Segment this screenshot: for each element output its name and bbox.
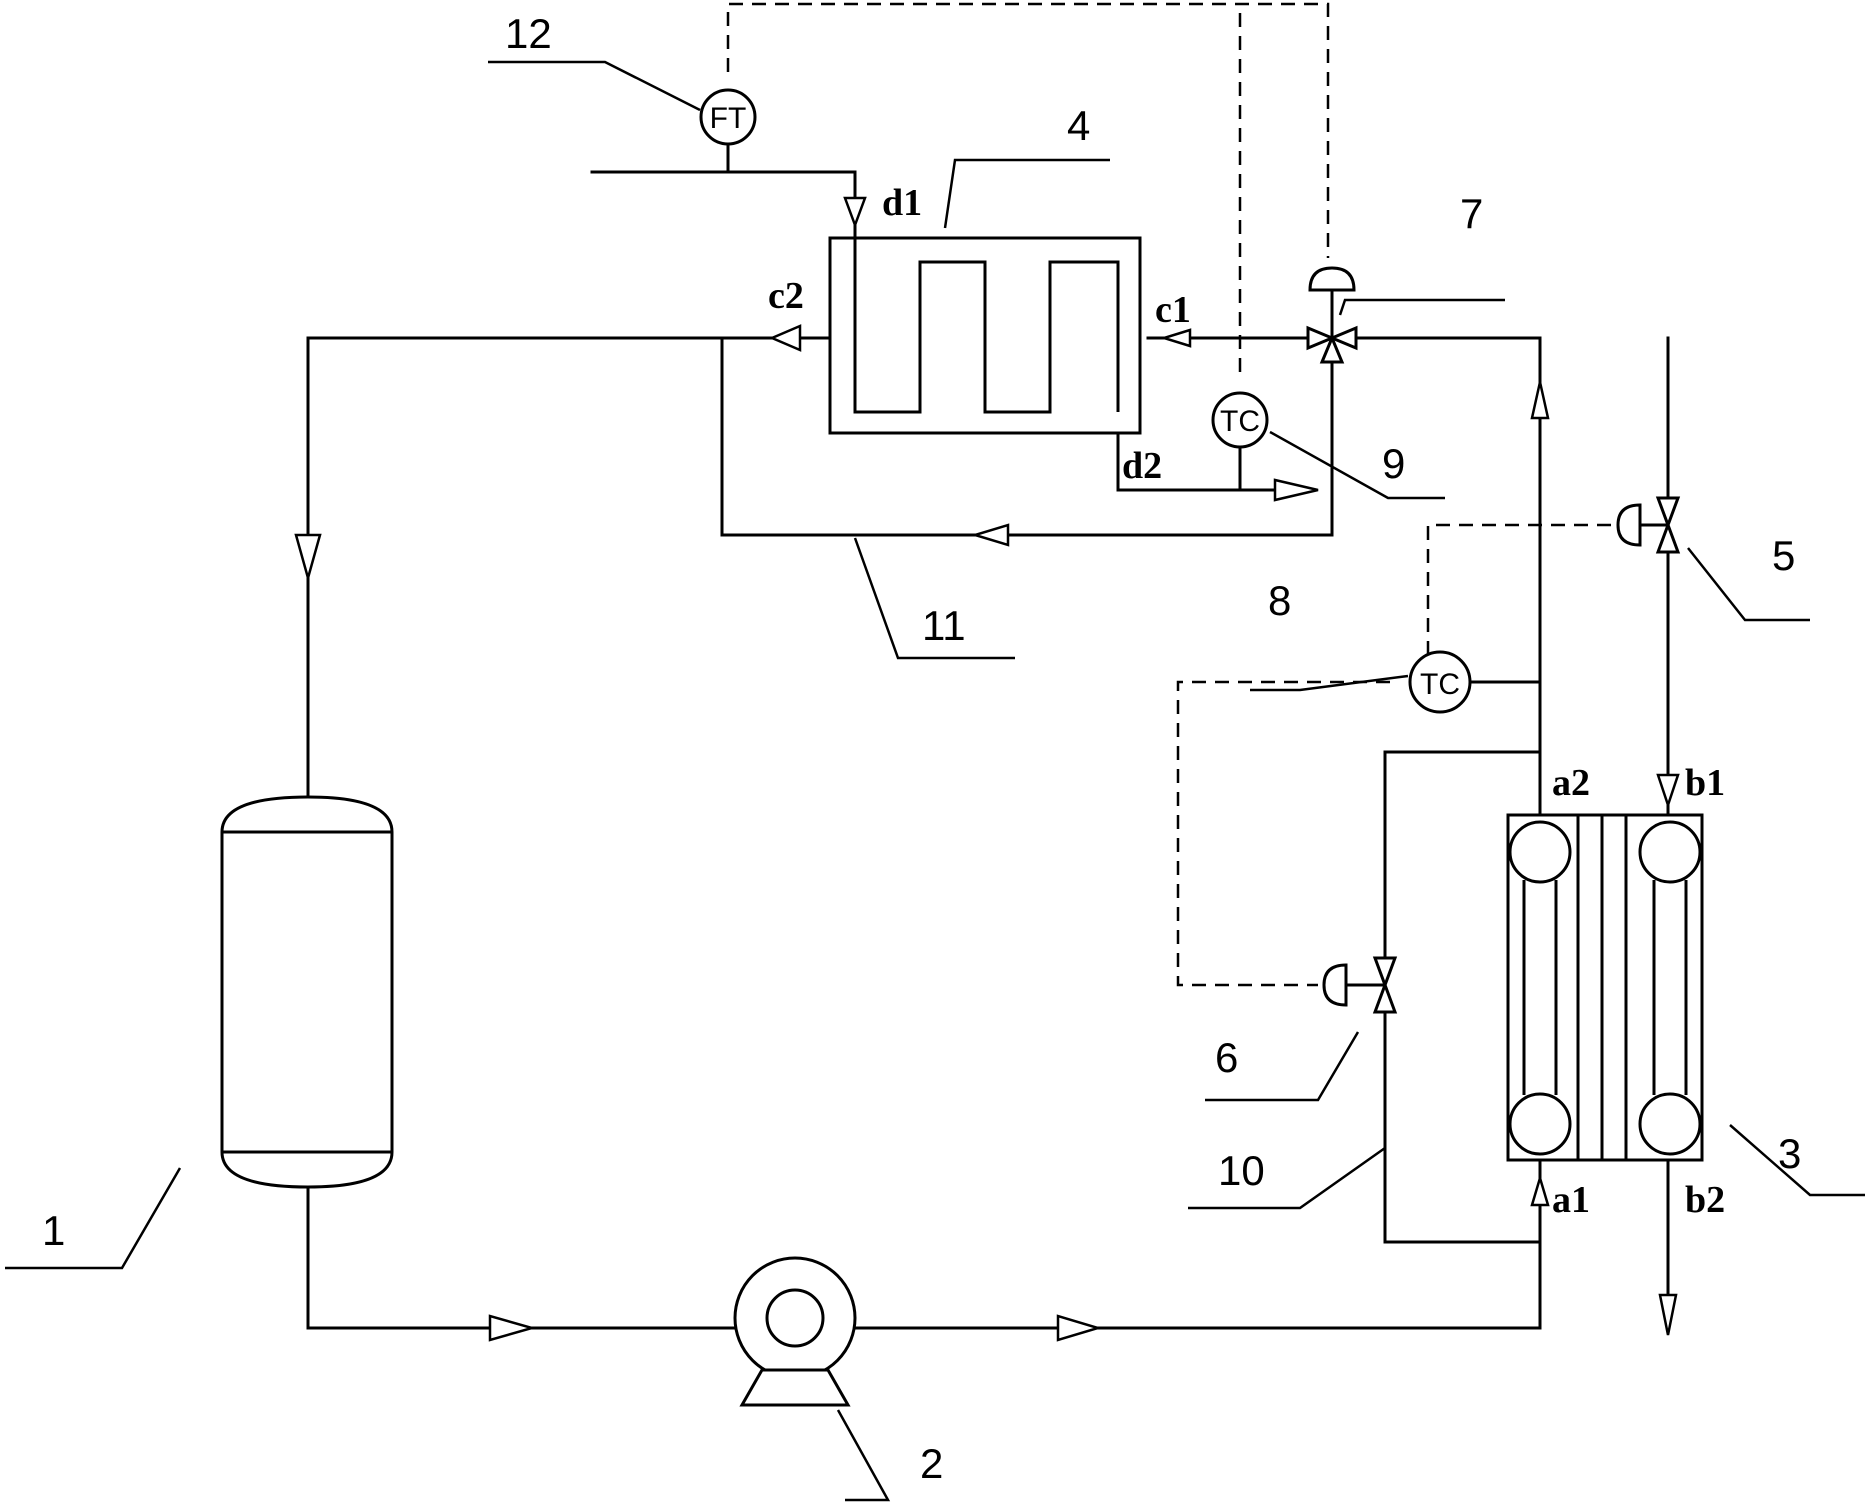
- label-bypass-line: 10: [1218, 1147, 1265, 1194]
- pipe-pump-to-exchanger: [855, 1152, 1540, 1328]
- storage-tank: [222, 797, 392, 1187]
- pipe-d1-inlet: [592, 172, 855, 212]
- port-b2: b2: [1685, 1179, 1725, 1221]
- signal-tc8-to-valve6: [1178, 682, 1390, 985]
- flow-arrow: [1532, 382, 1548, 418]
- flow-arrow: [490, 1316, 532, 1340]
- flow-arrow: [1532, 1178, 1548, 1205]
- control-valve-bypass[interactable]: [1324, 958, 1395, 1012]
- signal-tc8-to-valve5: [1428, 525, 1612, 655]
- temp-controller-outlet-tag: TC: [1220, 405, 1260, 438]
- port-a2: a2: [1552, 762, 1590, 804]
- label-flow-transmitter: 12: [505, 10, 552, 57]
- signal-ft-to-valve7: [728, 4, 1328, 258]
- flow-arrow: [1275, 480, 1318, 500]
- coil-heat-exchanger: [830, 212, 1140, 433]
- label-valve-bypass: 6: [1215, 1034, 1238, 1081]
- temp-controller-upper-tag: TC: [1420, 668, 1460, 701]
- flow-arrow: [975, 525, 1008, 545]
- label-three-way-valve: 7: [1460, 190, 1483, 237]
- flow-transmitter: FT: [701, 90, 755, 144]
- flow-arrow: [845, 198, 865, 225]
- flow-arrow: [1658, 775, 1678, 805]
- port-b1: b1: [1685, 762, 1725, 804]
- plate-heat-exchanger: [1508, 815, 1702, 1160]
- label-temp-controller-outlet: 9: [1382, 440, 1405, 487]
- port-d1: d1: [882, 182, 922, 224]
- flow-arrow: [772, 326, 800, 350]
- flow-arrow: [1660, 1295, 1676, 1335]
- number-labels: 1 2 3 4 5 6 7 8 9 10 11 12: [42, 10, 1801, 1487]
- label-pump: 2: [920, 1440, 943, 1487]
- label-plate-exchanger: 3: [1778, 1130, 1801, 1177]
- flow-transmitter-tag: FT: [710, 102, 747, 135]
- port-a1: a1: [1552, 1179, 1590, 1221]
- flow-arrow: [1164, 330, 1190, 346]
- label-valve-b: 5: [1772, 532, 1795, 579]
- temp-controller-upper: TC: [1410, 652, 1470, 712]
- port-c1: c1: [1155, 289, 1191, 331]
- pipe-exchanger-to-valve: [1352, 338, 1540, 815]
- port-c2: c2: [768, 275, 804, 317]
- flow-arrow: [1058, 1316, 1098, 1340]
- pipe-tank-to-pump: [308, 1183, 735, 1328]
- control-valve-b-side[interactable]: [1618, 498, 1678, 552]
- label-coil-exchanger: 4: [1067, 102, 1090, 149]
- label-tank: 1: [42, 1207, 65, 1254]
- signal-lines: [728, 4, 1612, 985]
- temp-controller-outlet: TC: [1213, 393, 1267, 447]
- label-temp-controller-upper: 8: [1268, 577, 1291, 624]
- pump: [735, 1258, 855, 1405]
- pipe-tank-to-coil: [308, 338, 830, 797]
- three-way-valve[interactable]: [1308, 268, 1356, 362]
- flow-arrow: [296, 535, 320, 578]
- port-d2: d2: [1122, 445, 1162, 487]
- label-return-line: 11: [922, 602, 966, 649]
